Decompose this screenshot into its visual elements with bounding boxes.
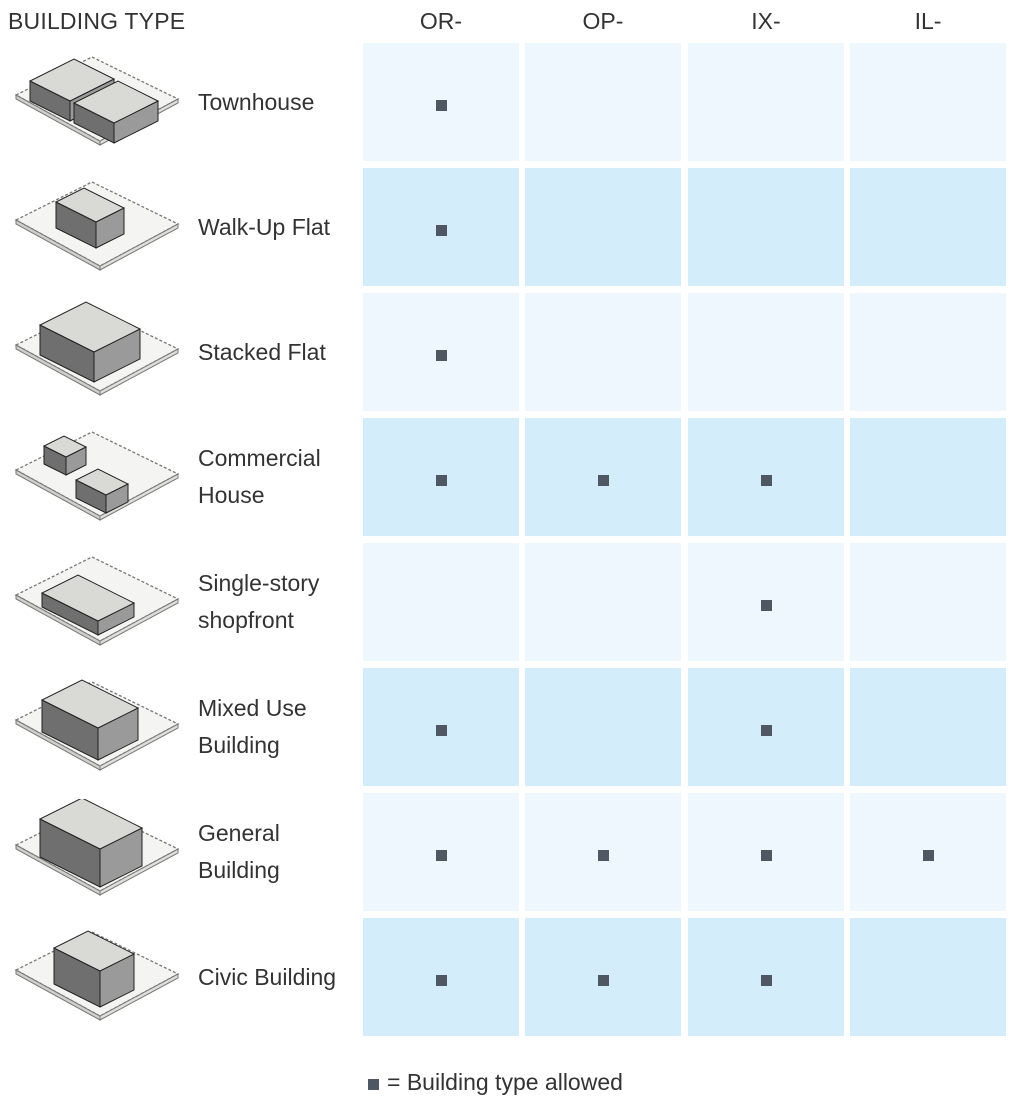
legend-text: = Building type allowed (387, 1068, 623, 1095)
cell-or (363, 168, 519, 286)
cell-ix (688, 168, 844, 286)
legend: = Building type allowed (368, 1066, 623, 1098)
cell-il (850, 293, 1006, 411)
cell-ix (688, 918, 844, 1036)
matrix-row: Townhouse (0, 43, 1016, 161)
cell-op (525, 668, 681, 786)
civic-building-icon (14, 930, 180, 1021)
allowed-marker-icon (761, 475, 772, 486)
matrix-row: Single-story shopfront (0, 543, 1016, 661)
building-type-label-line: shopfront (198, 607, 294, 633)
building-type-label-line: General (198, 820, 280, 846)
cell-op (525, 293, 681, 411)
building-type-label-line: Building (198, 732, 280, 758)
cell-il (850, 918, 1006, 1036)
general-building-icon (14, 799, 180, 896)
building-type-label: Civic Building (198, 918, 358, 1036)
allowed-marker-icon (436, 225, 447, 236)
allowed-marker-icon (923, 850, 934, 861)
allowed-marker-icon (436, 850, 447, 861)
building-type-header: BUILDING TYPE (8, 8, 186, 34)
allowed-marker-icon (598, 975, 609, 986)
stacked-flat-icon (14, 301, 180, 396)
allowed-marker-icon (761, 725, 772, 736)
cell-op (525, 168, 681, 286)
cell-or (363, 43, 519, 161)
matrix-row: Stacked Flat (0, 293, 1016, 411)
cell-ix (688, 43, 844, 161)
allowed-marker-icon (436, 975, 447, 986)
building-type-label-line: Commercial (198, 445, 321, 471)
column-header-op: OP- (582, 8, 624, 34)
building-type-label-line: House (198, 482, 265, 508)
cell-ix (688, 543, 844, 661)
column-header-or: OR- (419, 8, 463, 34)
building-type-label-line: Stacked Flat (198, 338, 326, 365)
column-header-ix: IX- (751, 8, 781, 34)
cell-il (850, 418, 1006, 536)
cell-il (850, 43, 1006, 161)
allowed-marker-icon (436, 350, 447, 361)
cell-op (525, 43, 681, 161)
allowed-marker-icon (436, 100, 447, 111)
cell-or (363, 918, 519, 1036)
cell-op (525, 543, 681, 661)
cell-op (525, 793, 681, 911)
cell-ix (688, 668, 844, 786)
cell-il (850, 168, 1006, 286)
allowed-marker-icon (761, 850, 772, 861)
cell-or (363, 418, 519, 536)
allowed-marker-icon (761, 600, 772, 611)
cell-or (363, 668, 519, 786)
matrix-row: Civic Building (0, 918, 1016, 1036)
building-type-label: Single-story shopfront (198, 543, 358, 661)
building-type-label-line: Walk-Up Flat (198, 213, 331, 240)
cell-il (850, 668, 1006, 786)
cell-il (850, 793, 1006, 911)
building-type-label: Walk-Up Flat (198, 168, 358, 286)
single-story-shopfront-icon (14, 556, 180, 646)
cell-or (363, 543, 519, 661)
cell-ix (688, 293, 844, 411)
townhouse-icon (14, 56, 180, 146)
matrix-row: Walk-Up Flat (0, 168, 1016, 286)
cell-or (363, 793, 519, 911)
cell-ix (688, 793, 844, 911)
building-type-label-line: Single-story (198, 570, 320, 596)
allowed-marker-icon (761, 975, 772, 986)
legend-marker-icon (368, 1078, 379, 1090)
building-type-label-line: Building (198, 857, 280, 883)
allowed-marker-icon (598, 475, 609, 486)
walk-up-flat-icon (14, 181, 180, 271)
allowed-marker-icon (436, 725, 447, 736)
building-type-label-line: Mixed Use (198, 695, 307, 721)
cell-op (525, 918, 681, 1036)
commercial-house-icon (14, 431, 180, 521)
building-type-label: Stacked Flat (198, 293, 358, 411)
column-header-il: IL- (914, 8, 942, 34)
cell-il (850, 543, 1006, 661)
cell-op (525, 418, 681, 536)
cell-or (363, 293, 519, 411)
cell-ix (688, 418, 844, 536)
building-type-label: Townhouse (198, 43, 358, 161)
allowed-marker-icon (436, 475, 447, 486)
allowed-marker-icon (598, 850, 609, 861)
building-type-label-line: Townhouse (198, 88, 315, 115)
mixed-use-building-icon (14, 679, 180, 771)
building-type-label-line: Civic Building (198, 963, 337, 990)
